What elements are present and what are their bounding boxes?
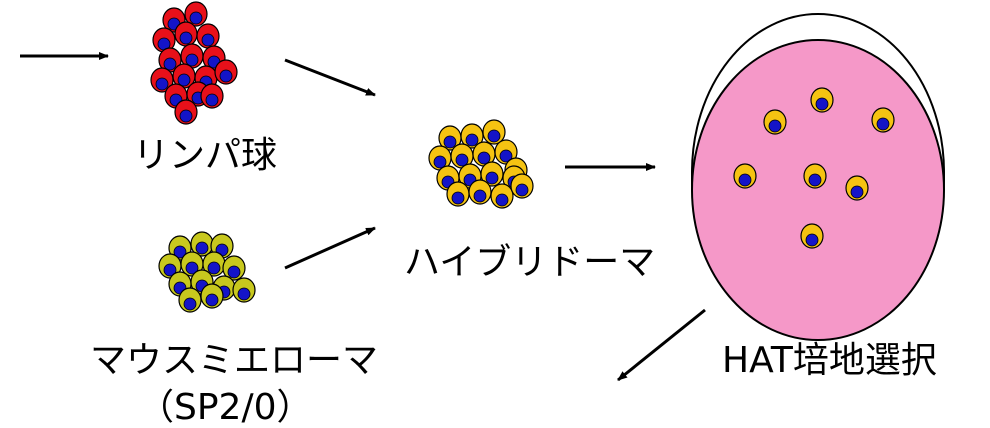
- myeloma-cell: [200, 283, 224, 309]
- hybridoma-colony: [803, 163, 827, 189]
- lymphocyte-cell: [174, 99, 198, 125]
- myeloma-label: マウスミエローマ: [90, 340, 379, 381]
- myeloma-cell: [180, 251, 204, 277]
- myeloma-cell: [178, 287, 202, 313]
- hybridoma-cell: [490, 183, 514, 209]
- hybridoma-cell: [494, 139, 518, 165]
- hybridoma-diagram: [20, 1, 945, 382]
- lymphocyte-cell: [196, 23, 220, 49]
- hybridoma-cluster: [428, 119, 534, 209]
- hybridoma-colony: [845, 175, 869, 201]
- hybridoma-colony: [733, 163, 757, 189]
- lymphocyte-cell: [200, 83, 224, 109]
- myeloma-cell: [158, 253, 182, 279]
- myeloma-cluster: [158, 231, 256, 313]
- hybridoma-cell: [446, 181, 470, 207]
- lymphocyte-cluster: [150, 1, 238, 125]
- arrow-myeloma-to-hybridoma: [284, 226, 376, 270]
- myeloma-strain-label: （SP2/0）: [138, 387, 313, 428]
- hybridoma-cell: [482, 119, 506, 145]
- lymphocyte-cell: [214, 59, 238, 85]
- hybridoma-colony: [800, 223, 824, 249]
- hybridoma-colony: [810, 87, 834, 113]
- hybridoma-label: ハイブリドーマ: [404, 242, 656, 283]
- arrow-output: [617, 308, 706, 382]
- hybridoma-cell: [480, 161, 504, 187]
- myeloma-cell: [190, 231, 214, 257]
- hybridoma-colony: [763, 109, 787, 135]
- arrow-lymphocyte-to-hybridoma: [284, 58, 376, 97]
- hybridoma-cell: [510, 173, 534, 199]
- hybridoma-cell: [472, 141, 496, 167]
- hybridoma-cell: [460, 123, 484, 149]
- lymphocyte-cell: [184, 1, 208, 27]
- hybridoma-cell: [468, 179, 492, 205]
- hybridoma-colony: [871, 107, 895, 133]
- dish-colonies: [733, 87, 895, 249]
- myeloma-cell: [232, 277, 256, 303]
- myeloma-cell: [222, 255, 246, 281]
- lymphocyte-label: リンパ球: [133, 135, 278, 176]
- hat-selection-label: HAT培地選択: [722, 340, 937, 381]
- lymphocyte-cell: [174, 21, 198, 47]
